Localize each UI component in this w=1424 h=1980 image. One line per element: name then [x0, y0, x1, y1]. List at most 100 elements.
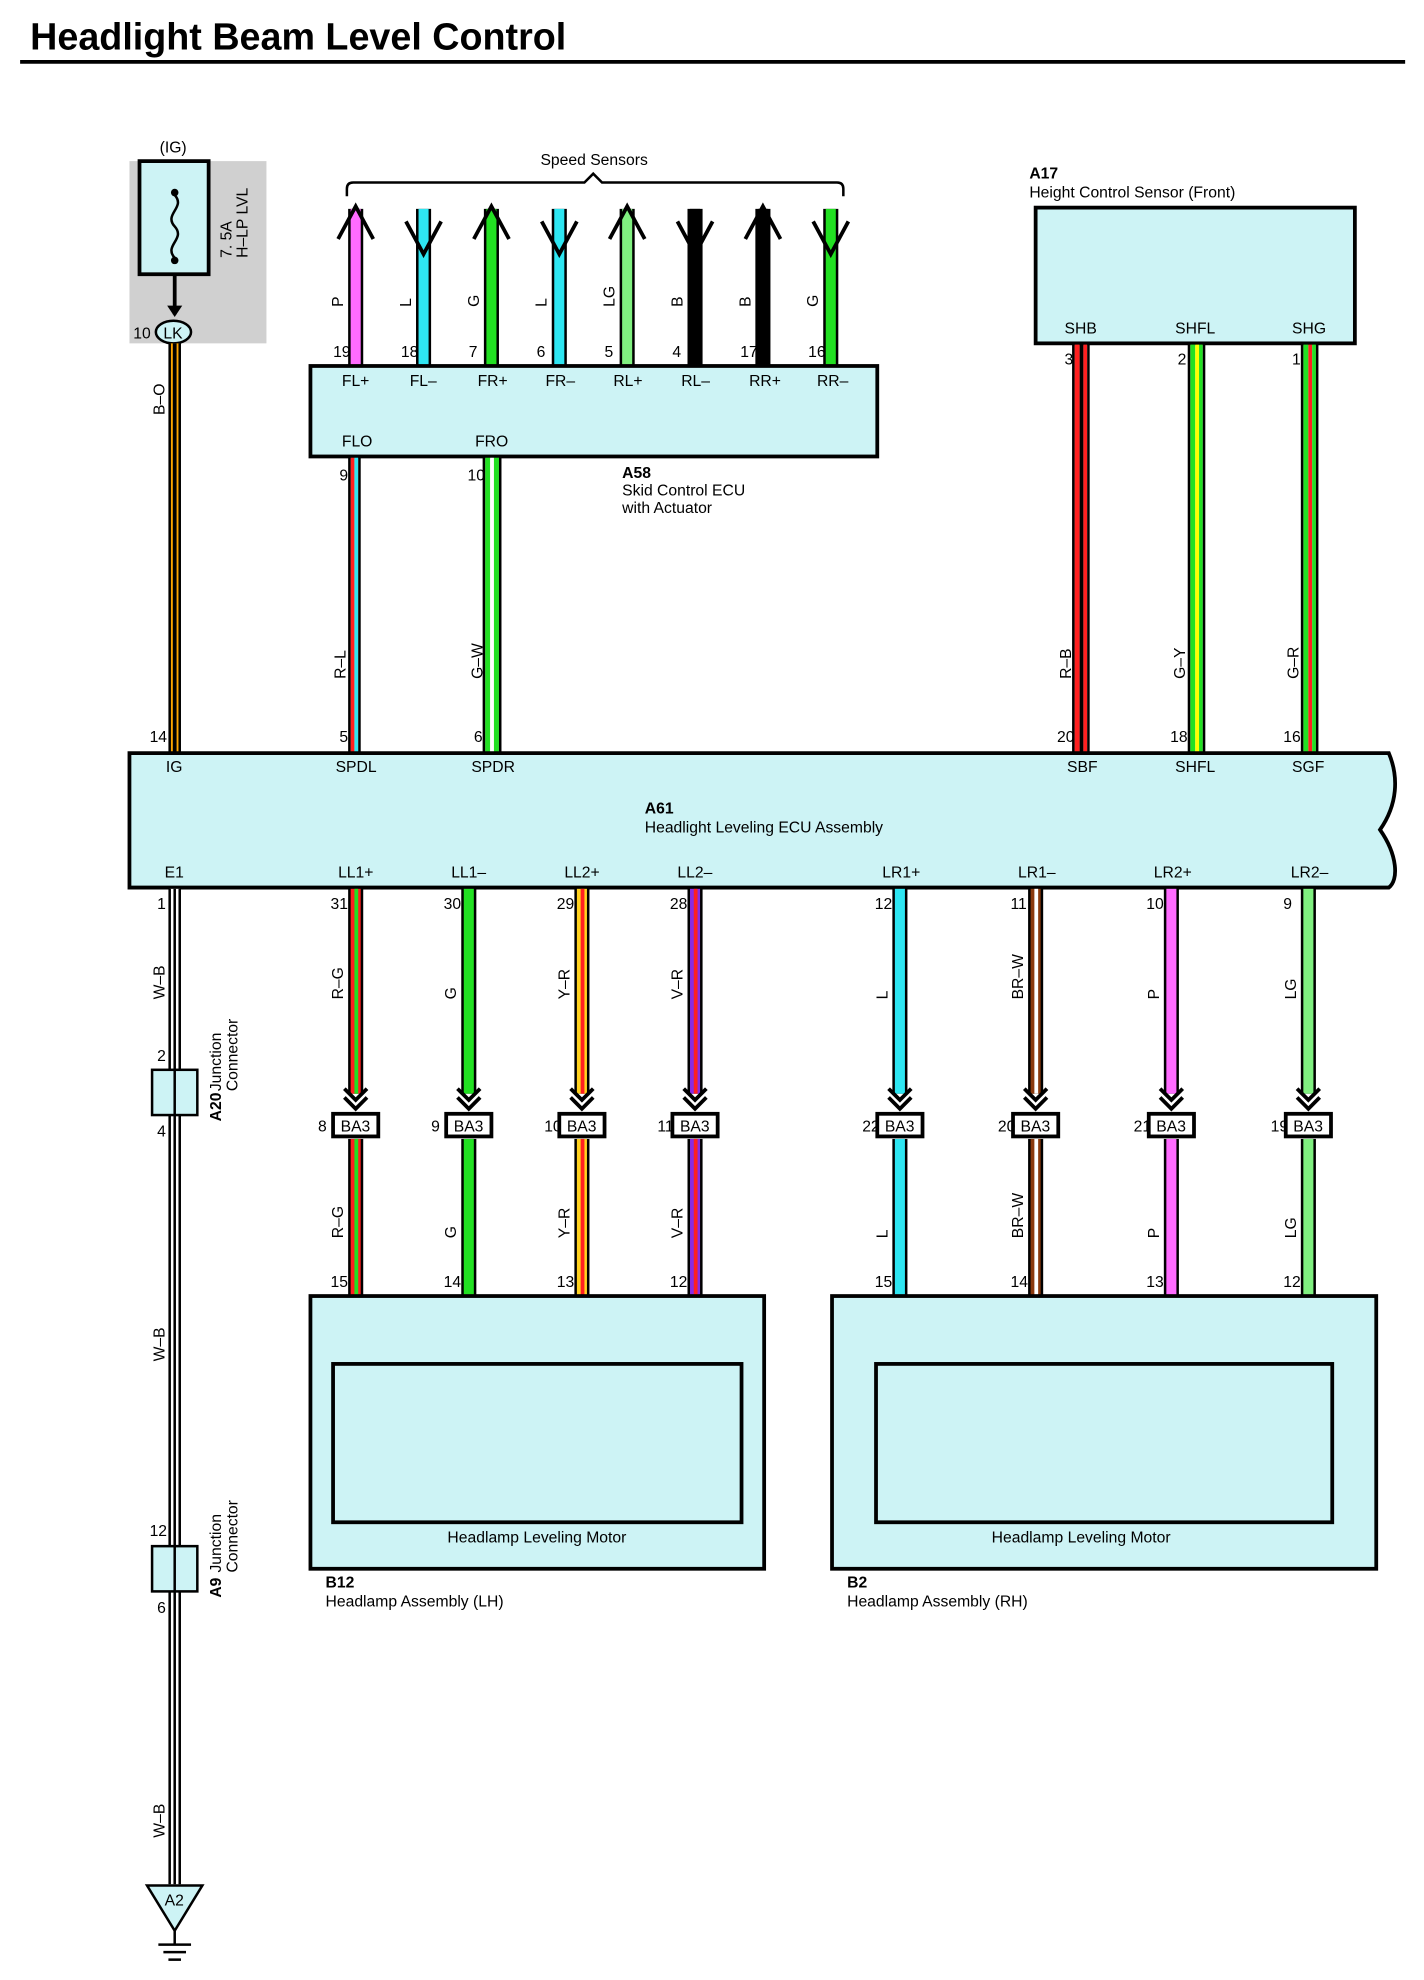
gy-wire-stripe: [1195, 344, 1200, 754]
ba3-connector-label: BA3: [454, 1118, 484, 1135]
a20-pin-out: 4: [157, 1123, 166, 1140]
ba3-pin: 8: [318, 1118, 327, 1135]
level-wire-color-lower: G: [443, 1226, 460, 1238]
speed-wire-color: L: [534, 298, 551, 307]
a61-terminal: LR2–: [1291, 865, 1329, 882]
ba3-connector-label: BA3: [1021, 1118, 1051, 1135]
a17-id: A17: [1029, 166, 1058, 183]
speed-wire-pin: 16: [808, 344, 826, 361]
a17-terminal-shg: SHG: [1292, 320, 1326, 337]
a9-pin-in: 12: [150, 1523, 167, 1540]
level-wire-color: G: [443, 987, 460, 999]
rb-wire-base: [1074, 344, 1080, 754]
speed-wire-color: LG: [602, 286, 619, 307]
a58-pin-10: 10: [468, 467, 486, 484]
up-arrow-icon: [336, 202, 375, 240]
a58-terminal-fro: FRO: [475, 433, 508, 450]
gw-wire-stripe: [490, 457, 494, 755]
speed-wire-pin: 19: [333, 344, 350, 361]
a58-output-wires: 9 R–L 5 10 G–W 6: [333, 457, 502, 755]
connector-chevron-icon: [1295, 1087, 1322, 1112]
a17-pin-1: 1: [1292, 352, 1301, 369]
gy-wire-base-2: [1199, 344, 1203, 754]
rl-wire-edge-left: [348, 457, 351, 755]
b12-id: B12: [326, 1575, 355, 1592]
speed-wire-color: B: [669, 296, 686, 306]
ecu-output-pin: 11: [1010, 896, 1026, 913]
rl-wire-color: R–L: [333, 650, 350, 679]
speed-wire: [554, 208, 565, 366]
gy-wire-color: G–Y: [1172, 647, 1189, 679]
a17-pin-2: 2: [1178, 352, 1187, 369]
connector-chevron-icon: [456, 1087, 482, 1112]
connector-chevron-icon: [887, 1087, 913, 1112]
a58-terminal: RL+: [613, 373, 642, 390]
level-wire-color: R–G: [330, 967, 347, 999]
b2-motor-label: Headlamp Leveling Motor: [992, 1529, 1171, 1546]
a17-pin-3: 3: [1065, 352, 1074, 369]
a17-height-control-sensor: A17 Height Control Sensor (Front) SHB SH…: [1029, 166, 1357, 346]
a61-headlight-leveling-ecu: IG SPDL SPDR SBF SHFL SGF A61 Headlight …: [127, 751, 1398, 890]
a58-box: [308, 364, 880, 459]
a58-name: Skid Control ECU: [622, 482, 745, 499]
fuse-block: (IG) 7. 5A H–LP LVL LK 10: [129, 139, 267, 345]
b2-motor-box: [874, 1362, 1335, 1525]
level-wire-color-lower: V–R: [669, 1208, 686, 1239]
connector-chevron-icon: [343, 1087, 369, 1112]
speed-wire-color: G: [805, 295, 822, 307]
level-wire: [1303, 888, 1314, 1094]
a17-box: [1033, 205, 1357, 346]
speed-wire: [825, 208, 836, 366]
a61-terminal: LL1–: [451, 865, 486, 882]
ba3-connector-label: BA3: [1156, 1118, 1186, 1135]
a9-name-2: Connector: [225, 1500, 242, 1572]
level-wire-color: V–R: [669, 969, 686, 1000]
fuse-rating: 7. 5A: [218, 221, 235, 258]
a58-terminal: FR–: [545, 373, 575, 390]
b12-motor-box: [331, 1362, 744, 1525]
a61-terminal: LR1–: [1018, 865, 1056, 882]
ecu-pin-20: 20: [1057, 729, 1075, 746]
speed-wire: [690, 208, 701, 366]
connector-chevron-icon: [569, 1087, 595, 1112]
leveling-motor-wires: BA3831R–GR–G15LL1+BA3930GG14LL1–BA31029Y…: [318, 888, 1354, 1364]
ba3-pin: 21: [1134, 1118, 1151, 1135]
lamp-pin: 14: [444, 1274, 462, 1291]
ecu-pin-5: 5: [339, 729, 348, 746]
level-wire: [1303, 1138, 1314, 1297]
ecu-pin-16: 16: [1283, 729, 1301, 746]
ba3-pin: 9: [431, 1118, 440, 1135]
connector-chevron-icon: [1022, 1087, 1049, 1112]
a61-name: Headlight Leveling ECU Assembly: [645, 819, 883, 836]
ground-wire-edge-right: [178, 888, 181, 1885]
a58-terminal-flo: FLO: [342, 433, 373, 450]
fuse-circuit-label: (IG): [160, 139, 187, 156]
ba3-connector-label: BA3: [567, 1118, 597, 1135]
a9-id: A9: [208, 1577, 225, 1597]
rl-wire-edge-right: [358, 457, 361, 755]
level-wire-color: P: [1146, 989, 1163, 999]
speed-wire-pin: 7: [469, 344, 478, 361]
ig-wire-edge-left: [168, 343, 171, 754]
ground-wire-stripe: [173, 888, 176, 1885]
ba3-connector-label: BA3: [680, 1118, 710, 1135]
down-arrow-icon: [675, 220, 715, 259]
connector-chevron-icon: [682, 1087, 708, 1112]
gy-wire-edge-right: [1202, 344, 1206, 754]
a20-name-2: Connector: [225, 1019, 242, 1091]
fuse-terminal-bottom: [170, 256, 179, 265]
b12-headlamp-assembly-lh: Headlamp Leveling Motor B12 Headlamp Ass…: [308, 1294, 767, 1610]
lamp-pin: 15: [331, 1274, 349, 1291]
a58-terminal: FL–: [410, 373, 437, 390]
gw-wire-edge-left: [482, 457, 486, 755]
a61-terminal-sbf: SBF: [1067, 759, 1098, 776]
b2-name: Headlamp Assembly (RH): [847, 1593, 1028, 1610]
gy-wire-base: [1190, 344, 1196, 754]
speed-wire-color: P: [330, 296, 347, 306]
a17-terminal-shfl: SHFL: [1175, 320, 1215, 337]
a9-name: Junction: [208, 1514, 225, 1573]
a61-terminal: LL1+: [338, 865, 373, 882]
ecu-output-pin: 28: [670, 896, 688, 913]
level-wire-stripe: [580, 888, 585, 1094]
ig-wire-stripe: [172, 343, 177, 754]
